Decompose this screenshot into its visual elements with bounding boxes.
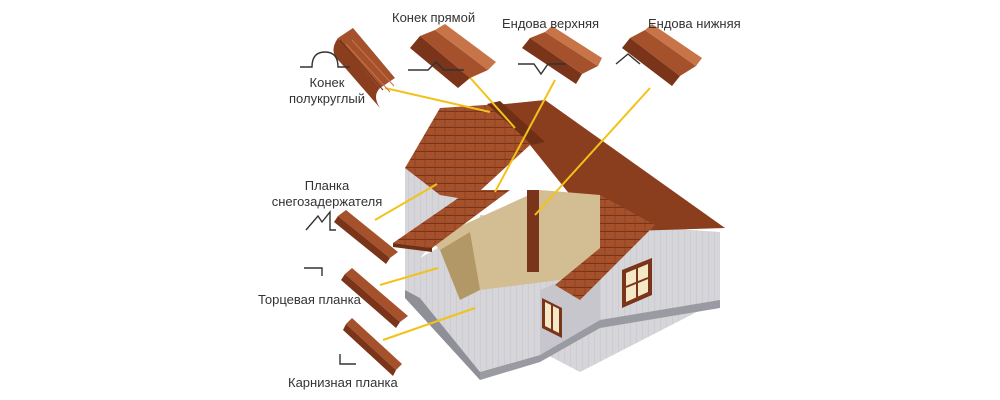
snow-guard-bar-icon: [334, 210, 398, 264]
label-valley-lower: Ендова нижняя: [648, 16, 741, 32]
label-snow-guard-line2: снегозадержателя: [272, 194, 383, 209]
straight-ridge-icon: [410, 24, 496, 88]
label-ridge-round-line1: Конек: [310, 75, 345, 90]
eave-trim-icon: [343, 318, 402, 376]
snow-guard-profile-icon: [306, 212, 336, 230]
valley-board: [527, 190, 539, 272]
label-ridge-round-line2: полукруглый: [289, 91, 365, 106]
label-eave-trim: Карнизная планка: [288, 375, 398, 391]
label-ridge-straight: Конек прямой: [392, 10, 475, 26]
house-icon: [393, 100, 725, 380]
lower-valley-icon: [622, 24, 702, 86]
callout-ridge-round: [385, 88, 490, 112]
eave-trim-profile-icon: [340, 354, 356, 364]
label-valley-upper: Ендова верхняя: [502, 16, 599, 32]
upper-valley-icon: [522, 26, 602, 84]
label-gable-trim: Торцевая планка: [258, 292, 361, 308]
label-ridge-round: Конек полукруглый: [272, 75, 382, 107]
label-snow-guard-line1: Планка: [305, 178, 350, 193]
gable-trim-profile-icon: [304, 268, 322, 276]
label-snow-guard: Планка снегозадержателя: [262, 178, 392, 210]
